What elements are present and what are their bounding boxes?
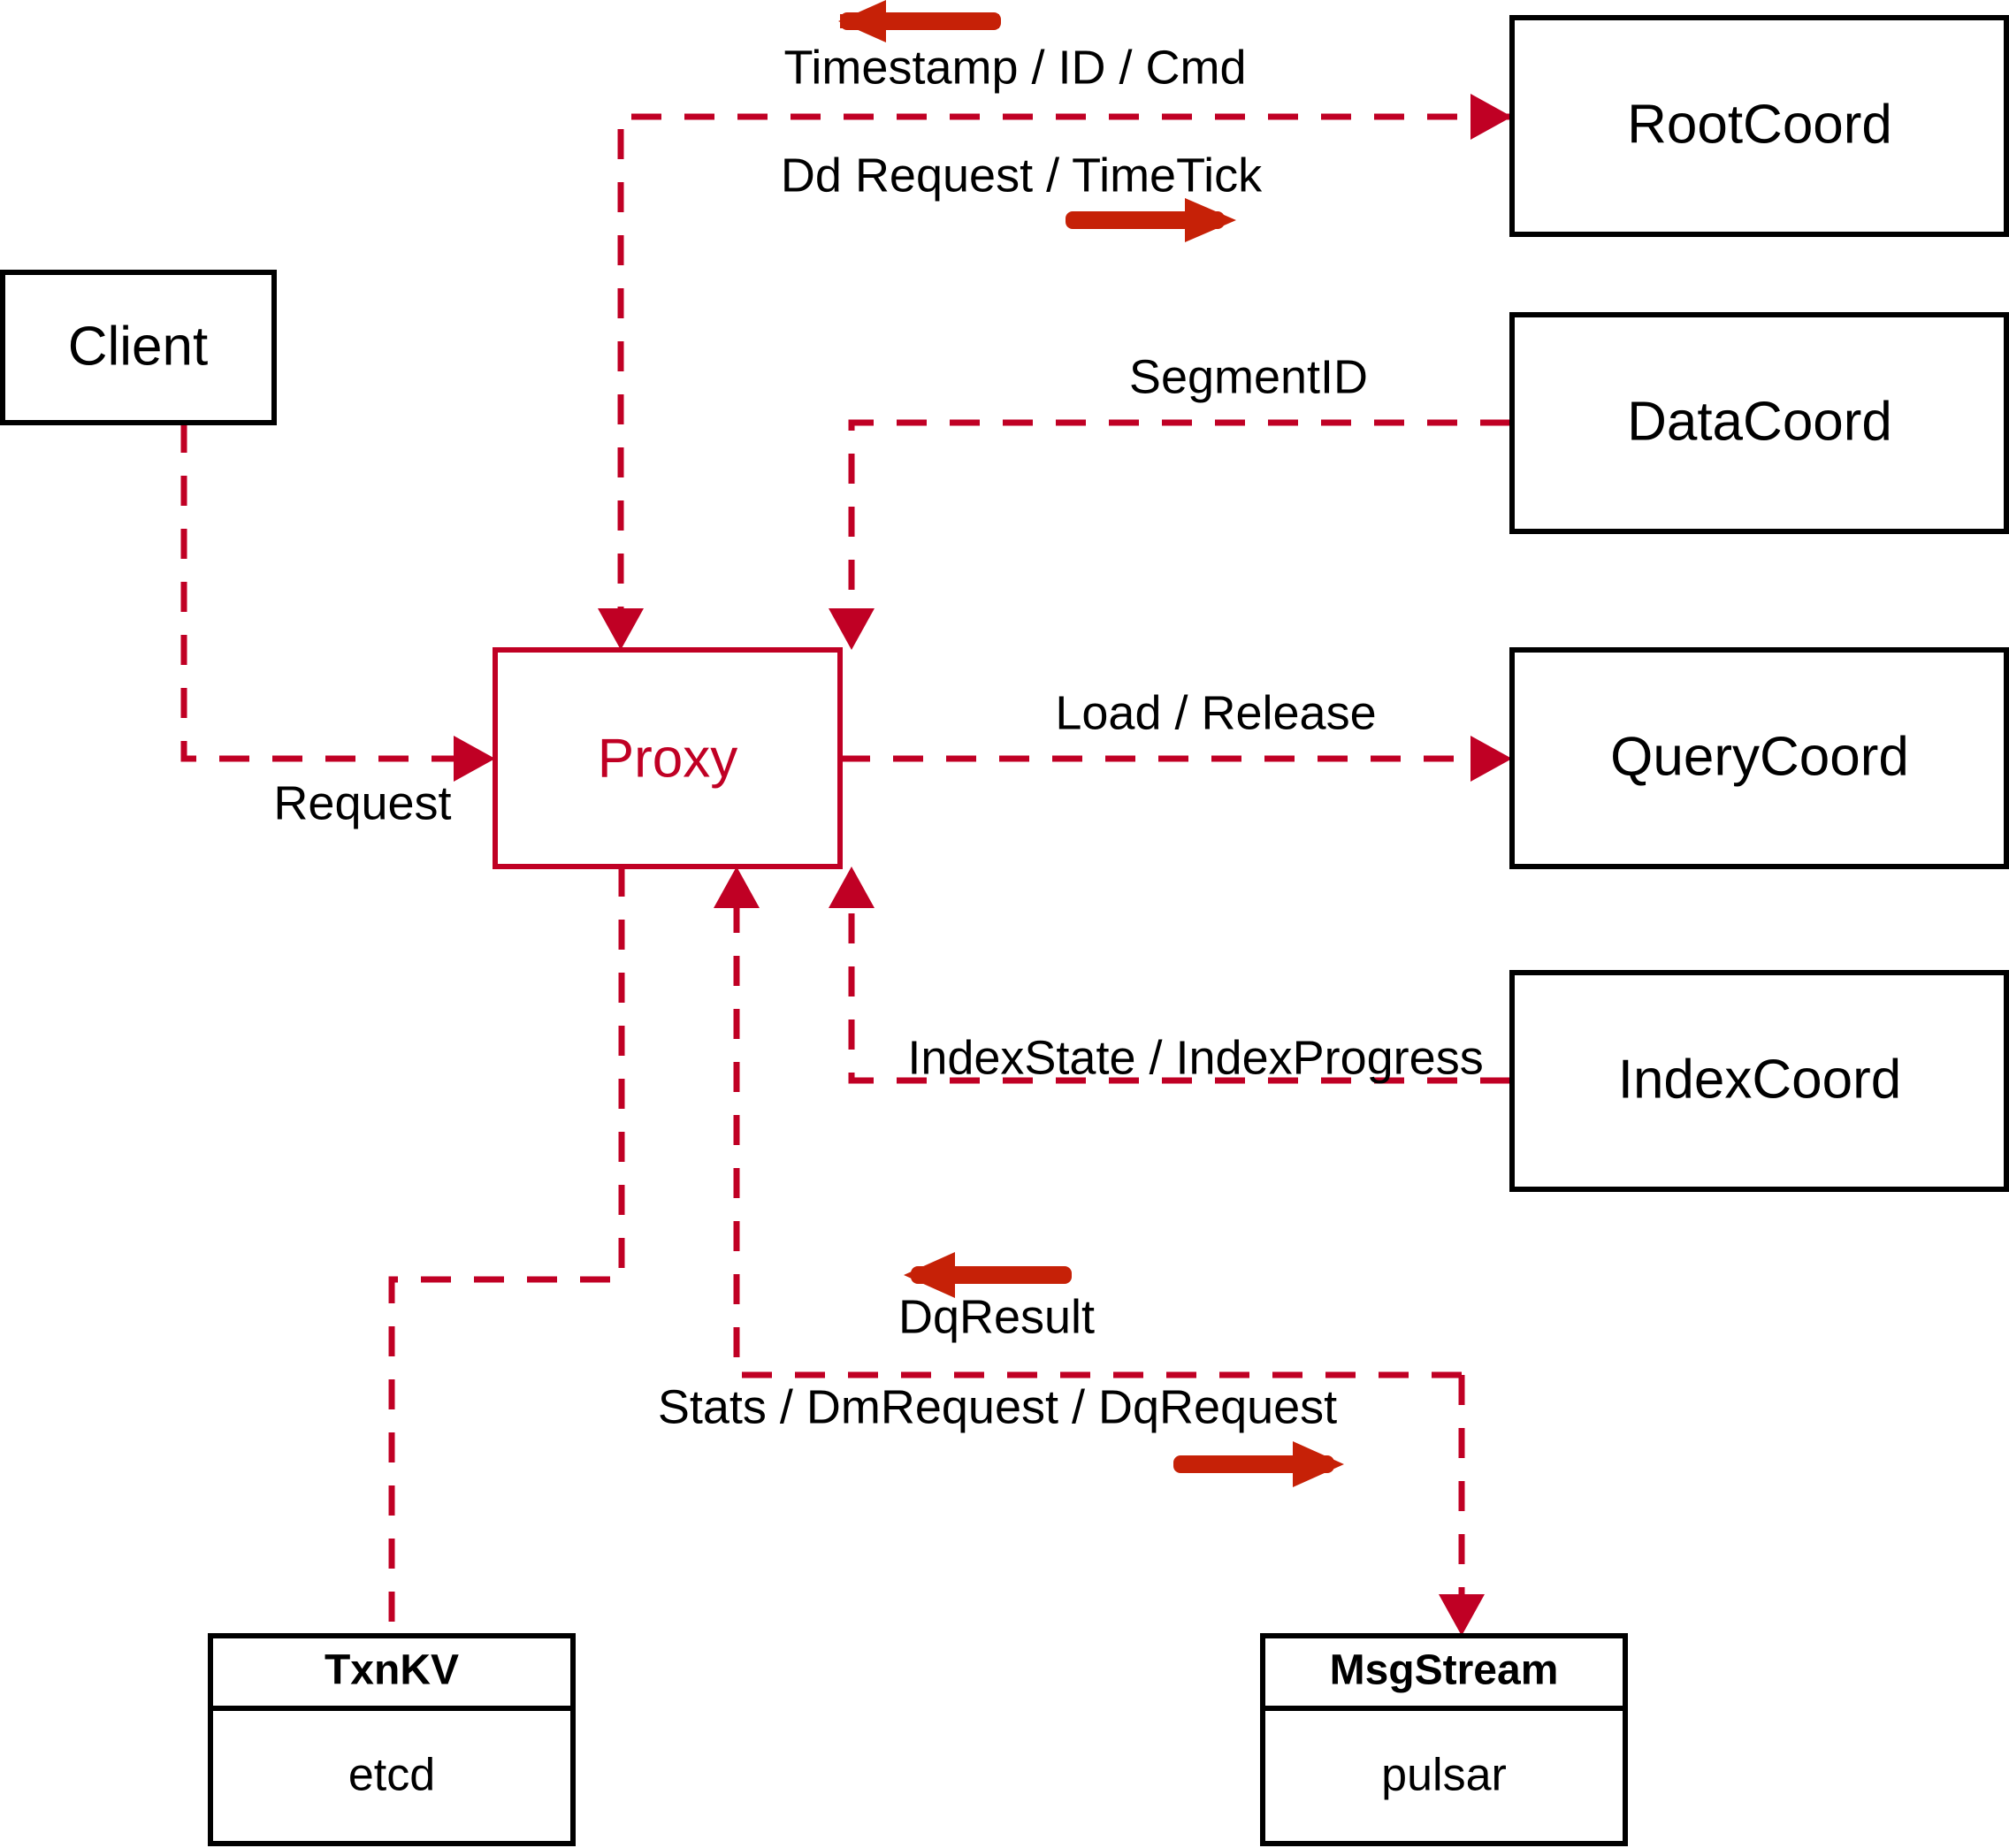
node-proxy-label: Proxy (598, 728, 737, 789)
edge-label-load-release: Load / Release (1055, 686, 1376, 739)
edge-datacoord-to-proxy (829, 419, 1510, 650)
node-rootcoord-label: RootCoord (1627, 94, 1892, 155)
node-client[interactable]: Client (0, 270, 277, 425)
node-datacoord[interactable]: DataCoord (1509, 312, 2009, 534)
direction-arrow-right-icon-2 (1173, 1441, 1344, 1487)
node-indexcoord[interactable]: IndexCoord (1509, 970, 2009, 1192)
node-indexcoord-label: IndexCoord (1618, 1049, 1902, 1110)
edge-msgstream-to-proxy (714, 867, 1462, 1378)
node-msgstream[interactable]: MsgStream pulsar (1260, 1633, 1628, 1846)
edge-label-stats-dm-dq: Stats / DmRequest / DqRequest (658, 1380, 1337, 1433)
edge-proxy-to-txnkv (388, 867, 625, 1636)
edge-label-timestamp-id-cmd: Timestamp / ID / Cmd (783, 41, 1246, 94)
node-datacoord-label: DataCoord (1627, 391, 1892, 452)
direction-arrow-right-icon-1 (1066, 198, 1236, 242)
edge-proxy-to-rootcoord-head (1470, 94, 1512, 140)
edge-proxy-to-msgstream (1439, 1375, 1485, 1636)
node-txnkv-impl-label: etcd (348, 1750, 435, 1801)
edge-label-dq-result: DqResult (898, 1290, 1095, 1343)
node-client-label: Client (68, 316, 209, 377)
node-txnkv[interactable]: TxnKV etcd (208, 1633, 576, 1846)
node-querycoord[interactable]: QueryCoord (1509, 647, 2009, 869)
node-rootcoord[interactable]: RootCoord (1509, 15, 2009, 237)
node-msgstream-impl-label: pulsar (1381, 1750, 1507, 1801)
edge-label-index-state-progress: IndexState / IndexProgress (907, 1031, 1483, 1084)
node-proxy[interactable]: Proxy (493, 647, 843, 869)
edge-label-dd-request-timetick: Dd Request / TimeTick (781, 149, 1263, 202)
edge-proxy-to-querycoord (840, 736, 1512, 782)
node-querycoord-label: QueryCoord (1610, 726, 1909, 787)
direction-arrow-left-icon-2 (904, 1252, 1072, 1298)
direction-arrow-left-icon-1 (838, 0, 1001, 42)
edge-rootcoord-to-proxy (598, 113, 1510, 650)
edge-label-request: Request (273, 776, 451, 829)
node-msgstream-label: MsgStream (1330, 1647, 1559, 1694)
node-txnkv-label: TxnKV (325, 1647, 459, 1694)
edge-label-segment-id: SegmentID (1129, 350, 1368, 403)
edge-client-to-proxy (180, 423, 495, 782)
edge-indexcoord-to-proxy (829, 867, 1510, 1084)
